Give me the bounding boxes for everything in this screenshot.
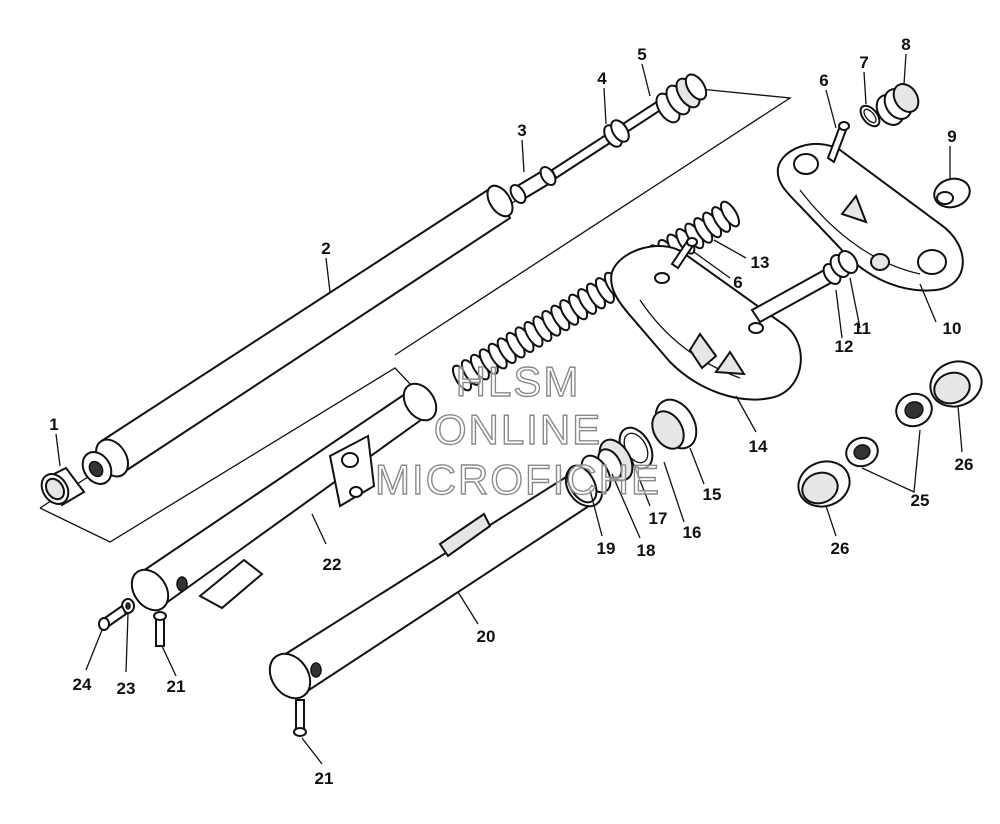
callout-4: 4 [597, 69, 607, 88]
leader-lines [55, 53, 963, 765]
callout-6-upper: 6 [819, 71, 828, 90]
callout-22: 22 [323, 555, 342, 574]
callout-6-lower: 6 [733, 273, 742, 292]
callout-10: 10 [943, 319, 962, 338]
stem-nut [829, 250, 859, 278]
callout-23: 23 [117, 679, 136, 698]
watermark: HLSM ONLINE MICROFICHE [374, 357, 661, 503]
callout-7: 7 [859, 53, 868, 72]
bushing [40, 466, 86, 507]
callout-12: 12 [835, 337, 854, 356]
callout-2: 2 [321, 239, 330, 258]
callout-3: 3 [517, 121, 526, 140]
tapered-bearing-lower [845, 436, 879, 468]
o-ring [859, 104, 881, 128]
callout-26-upper: 26 [955, 455, 974, 474]
callout-21-upper: 21 [167, 677, 186, 696]
left-fork-slider [130, 382, 438, 612]
damper-piston [655, 73, 708, 124]
axle-pinch-bolt [153, 611, 167, 647]
upper-triple-clamp [776, 142, 964, 292]
right-fork-slider [268, 464, 604, 700]
lower-triple-clamp [610, 244, 842, 401]
callout-9: 9 [947, 127, 956, 146]
callout-14: 14 [749, 437, 768, 456]
callout-11: 11 [853, 319, 871, 338]
callout-16: 16 [683, 523, 702, 542]
dust-seal [651, 398, 698, 450]
callout-8: 8 [901, 35, 910, 54]
bearing-race-lower [797, 460, 851, 508]
callout-15: 15 [703, 485, 722, 504]
callout-18: 18 [637, 541, 656, 560]
stem-cap [933, 177, 971, 209]
callout-labels: 1 2 3 4 5 6 6 7 8 9 10 11 12 13 14 15 16… [49, 35, 973, 788]
clamp-bolt-upper [826, 121, 850, 164]
bearing-race-upper [929, 360, 983, 408]
callout-25: 25 [911, 491, 930, 510]
callout-5: 5 [637, 45, 646, 64]
cap-screw [98, 604, 128, 631]
watermark-line-3: MICROFICHE [375, 456, 661, 503]
watermark-line-1: HLSM [456, 358, 581, 405]
callout-20: 20 [477, 627, 496, 646]
slider-bushing [566, 464, 598, 504]
callout-21-lower: 21 [315, 769, 334, 788]
callout-13: 13 [751, 253, 770, 272]
clamp-bolt-lower [670, 237, 698, 270]
bottom-bolt [293, 699, 307, 737]
fork-cap [875, 83, 920, 126]
damper-rod [550, 90, 678, 180]
fork-tube [81, 184, 514, 485]
tapered-bearing-upper [895, 392, 933, 428]
callout-24: 24 [73, 675, 92, 694]
watermark-line-2: ONLINE [434, 406, 602, 453]
callout-17: 17 [649, 509, 668, 528]
callout-1: 1 [49, 415, 58, 434]
callout-26-lower: 26 [831, 539, 850, 558]
callout-19: 19 [597, 539, 616, 558]
spring-coil [720, 200, 740, 228]
collar [509, 165, 557, 205]
